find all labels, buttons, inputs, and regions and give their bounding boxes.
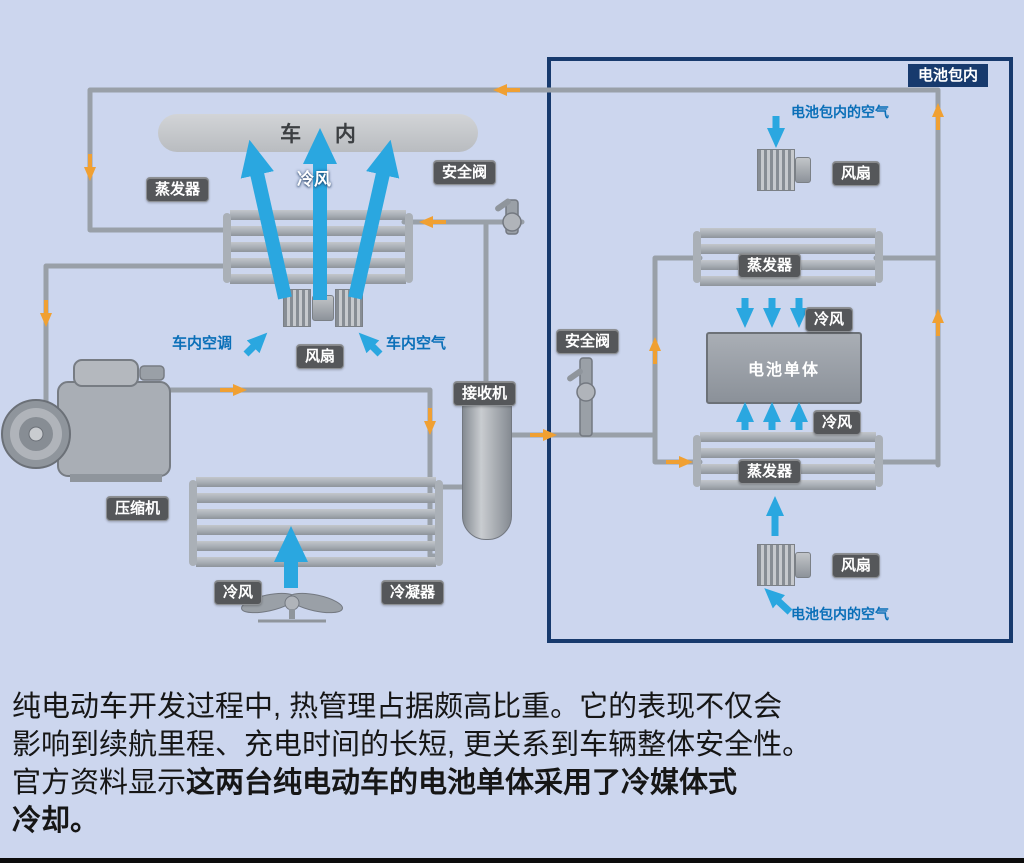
- caption-line-1: 纯电动车开发过程中, 热管理占据颇高比重。它的表现不仅会: [12, 691, 783, 723]
- compressor-graphic: [1, 359, 171, 482]
- battery-pack-title: 电池包内: [908, 64, 989, 87]
- flow-arrows: [40, 84, 944, 615]
- battery-evap-bottom-label: 蒸发器: [738, 459, 802, 484]
- cabin-fan-label: 风扇: [296, 344, 345, 369]
- car-air-label: 车内空气: [386, 335, 447, 352]
- caption-line-3-bold: 这两台纯电动车的电池单体采用了冷媒体式: [186, 767, 738, 799]
- safety-valve-mid-label: 安全阀: [556, 329, 620, 354]
- caption-line-2: 影响到续航里程、充电时间的长短, 更关系到车辆整体安全性。: [12, 729, 812, 761]
- machine-graphics: [1, 198, 596, 623]
- evaporator-left-label: 蒸发器: [146, 177, 210, 202]
- battery-air-bottom-label: 电池包内的空气: [791, 606, 889, 622]
- condenser-fan-graphic: [241, 592, 343, 623]
- battery-fan-top-label: 风扇: [832, 161, 881, 186]
- battery-fan-bottom-motor: [795, 552, 811, 578]
- battery-air-top-label: 电池包内的空气: [791, 104, 889, 120]
- battery-pack-box: [547, 57, 1013, 643]
- cold-wind-cabin-label: 冷风: [297, 170, 331, 189]
- cold-air-arrows-cabin: [240, 128, 400, 588]
- caption-line-3: 官方资料显示这两台纯电动车的电池单体采用了冷媒体式: [12, 764, 1012, 802]
- condenser-coil: [189, 477, 443, 569]
- battery-fan-top-grille: [757, 149, 795, 191]
- battery-fan-top-motor: [795, 157, 811, 183]
- battery-evap-top-label: 蒸发器: [738, 253, 802, 278]
- safety-valve-mid-graphic: [567, 357, 596, 437]
- cold-wind-condenser-label: 冷风: [214, 580, 263, 605]
- condenser-label: 冷凝器: [381, 580, 445, 605]
- compressor-label: 压缩机: [106, 496, 170, 521]
- battery-fan-bottom-label: 风扇: [832, 553, 881, 578]
- caption-line-4: 冷却。: [12, 805, 100, 837]
- battery-fan-bottom-grille: [757, 544, 795, 586]
- refrigerant-arrows: [40, 84, 944, 468]
- safety-valve-top-graphic: [495, 198, 522, 235]
- bottom-border-bar: [0, 858, 1024, 863]
- cold-wind-batt-top-label: 冷风: [805, 307, 854, 332]
- battery-cell-block: 电池单体: [706, 332, 862, 404]
- air-arrows-small: [243, 116, 808, 615]
- caption-line-3-regular: 官方资料显示: [12, 767, 187, 799]
- car-ac-label: 车内空调: [172, 335, 233, 352]
- receiver-label: 接收机: [453, 381, 517, 406]
- caption: 纯电动车开发过程中, 热管理占据颇高比重。它的表现不仅会 影响到续航里程、充电时…: [12, 688, 1012, 840]
- cold-wind-batt-bottom-label: 冷风: [813, 410, 862, 435]
- safety-valve-top-label: 安全阀: [433, 160, 497, 185]
